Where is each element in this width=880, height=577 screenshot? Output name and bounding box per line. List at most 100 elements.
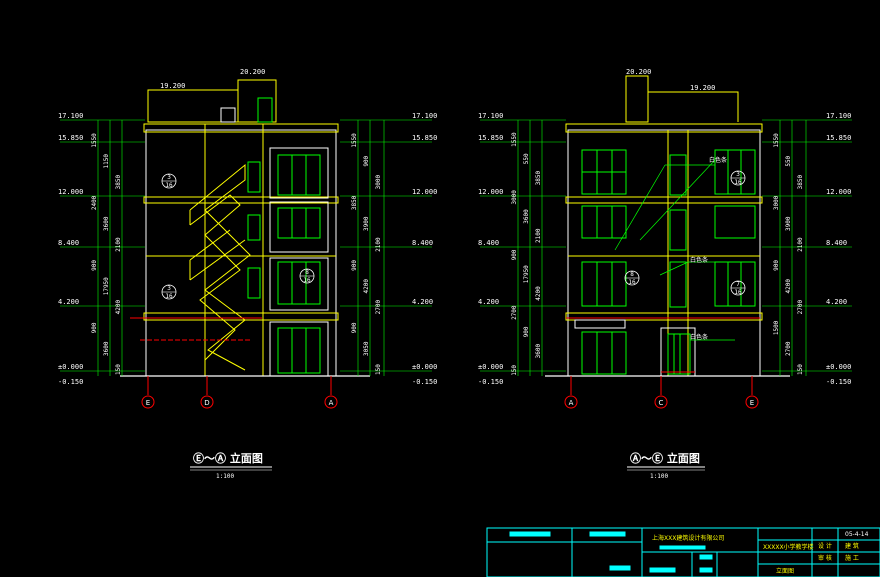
right-dimR-dim-7: 4200 — [785, 279, 792, 294]
title-block — [486, 527, 880, 577]
left-lvl-right-level-5: ±0.000 — [412, 363, 437, 371]
right-lvl-left-level-3: 8.400 — [478, 239, 499, 247]
right-band-3f — [565, 196, 763, 204]
title-block-label-4: 审 核 — [818, 554, 832, 562]
left-axis-a-marker: A — [324, 395, 338, 409]
right-lvl-right-level-2: 12.000 — [826, 188, 851, 196]
left-elevation: E D A 3 16 3 16 8 16 20.2 — [58, 68, 437, 480]
left-dimR-dim-9: 900 — [351, 322, 358, 333]
left-dimL-dim-8: 4200 — [115, 299, 122, 314]
right-axis-e-label: E — [750, 399, 754, 407]
left-cornice — [143, 123, 339, 133]
left-lvl-left-level-1: 15.850 — [58, 134, 83, 142]
left-callout-2-top: 3 — [167, 285, 171, 292]
right-lvl-left-level-1: 15.850 — [478, 134, 503, 142]
right-lvl-left-level-0: 17.100 — [478, 112, 503, 120]
left-elevation-scale: 1:100 — [216, 473, 234, 480]
left-axis-d-label: D — [204, 399, 209, 407]
right-dimL-dim-6: 900 — [511, 249, 518, 260]
left-dimR-dim-1: 900 — [363, 155, 370, 166]
left-dimR-dim-10: 3050 — [363, 341, 370, 356]
title-block-date: 05-4-14 — [845, 531, 869, 538]
left-axis-d-marker: D — [200, 395, 214, 409]
left-facade-body — [145, 129, 337, 377]
left-dimR-dim-8: 2700 — [375, 299, 382, 314]
right-dimR-dim-3: 3000 — [773, 195, 780, 210]
right-dimL-dim-7: 17950 — [523, 265, 530, 283]
right-elevation-title: Ⓐ～Ⓔ 立面图 — [630, 451, 700, 465]
left-band-3f — [143, 196, 339, 204]
left-lvl-right-level-6: -0.150 — [412, 378, 437, 386]
right-dims-left: 1550550385030003600210090017950420027009… — [511, 132, 542, 376]
right-dimL-dim-12: 150 — [511, 365, 518, 376]
left-callout-1-bottom: 16 — [165, 182, 173, 189]
left-dimR-dim-6: 900 — [351, 260, 358, 271]
right-dimR-dim-6: 900 — [773, 260, 780, 271]
left-callout-1-top: 3 — [167, 174, 171, 181]
right-roof-parapet — [625, 75, 649, 123]
left-dimL-dim-10: 3600 — [103, 341, 110, 356]
left-dimL-dim-9: 900 — [91, 322, 98, 333]
left-callout-3-bottom: 16 — [303, 277, 311, 284]
left-lvl-right-level-1: 15.850 — [412, 134, 437, 142]
left-dimL-dim-11: 150 — [115, 364, 122, 375]
left-lvl-right-level-3: 8.400 — [412, 239, 433, 247]
right-dimR-dim-1: 550 — [785, 155, 792, 166]
title-block-project: XXXXX小学教学楼 — [763, 543, 814, 551]
right-callout-2-bottom: 16 — [734, 179, 742, 186]
left-dimR-dim-5: 2100 — [375, 237, 382, 252]
right-dimL-dim-8: 4200 — [535, 286, 542, 301]
right-dimL-dim-11: 3600 — [535, 344, 542, 359]
right-dimL-dim-10: 900 — [523, 326, 530, 337]
right-dimL-dim-5: 2100 — [535, 228, 542, 243]
left-callout-2: 3 16 — [161, 284, 177, 300]
left-lvl-left-level-0: 17.100 — [58, 112, 83, 120]
right-lvl-left-level-2: 12.000 — [478, 188, 503, 196]
right-dims-right: 1550550385030003900210090042002700150027… — [773, 133, 804, 375]
right-lvl-right-level-5: ±0.000 — [826, 363, 851, 371]
right-lvl-left-level-5: ±0.000 — [478, 363, 503, 371]
left-callout-3: 8 16 — [299, 268, 315, 284]
right-elevation-scale: 1:100 — [650, 473, 668, 480]
left-dimR-dim-2: 3000 — [375, 174, 382, 189]
right-note-1: 白色条 — [709, 156, 727, 164]
left-roof-level-2: 19.200 — [160, 82, 185, 90]
left-dimL-dim-0: 1550 — [91, 133, 98, 148]
right-windows — [581, 149, 756, 375]
title-block-label-3: 设 计 — [818, 542, 832, 550]
left-dimR-dim-7: 4200 — [363, 279, 370, 294]
right-dimR-dim-5: 2100 — [797, 237, 804, 252]
right-dimR-dim-4: 3900 — [785, 216, 792, 231]
left-lvl-left-level-4: 4.200 — [58, 298, 79, 306]
left-axis-e-label: E — [146, 399, 150, 407]
right-dimR-dim-2: 3850 — [797, 174, 804, 189]
right-callout-1-bottom: 16 — [628, 279, 636, 286]
left-dimR-dim-11: 150 — [375, 364, 382, 375]
right-lvl-left-level-6: -0.150 — [478, 378, 503, 386]
left-dimL-dim-1: 1150 — [103, 154, 110, 169]
right-axis-e-marker: E — [745, 395, 759, 409]
right-lvl-right-level-1: 15.850 — [826, 134, 851, 142]
right-dimR-dim-0: 1550 — [773, 133, 780, 148]
title-block-label-1: 建 筑 — [845, 542, 859, 550]
right-dimL-dim-0: 1550 — [511, 132, 518, 147]
right-roof-level-2: 19.200 — [690, 84, 715, 92]
left-lvl-left-level-6: -0.150 — [58, 378, 83, 386]
left-band-2f — [143, 312, 339, 321]
right-callout-1: 8 16 — [624, 270, 640, 286]
right-dimR-dim-8: 2700 — [797, 299, 804, 314]
right-callout-2-top: 3 — [736, 171, 740, 178]
right-callout-3: 7 16 — [730, 280, 746, 296]
left-lvl-left-level-2: 12.000 — [58, 188, 83, 196]
right-dimL-dim-2: 3850 — [535, 170, 542, 185]
left-callout-1: 3 16 — [161, 173, 177, 189]
left-dimL-dim-6: 900 — [91, 260, 98, 271]
right-callout-1-top: 8 — [630, 271, 634, 278]
left-dimL-dim-7: 17950 — [103, 277, 110, 295]
right-dimL-dim-3: 3000 — [511, 190, 518, 205]
left-dims-left: 1550115038502400360021009001795042009003… — [91, 133, 122, 375]
left-lvl-right-level-4: 4.200 — [412, 298, 433, 306]
